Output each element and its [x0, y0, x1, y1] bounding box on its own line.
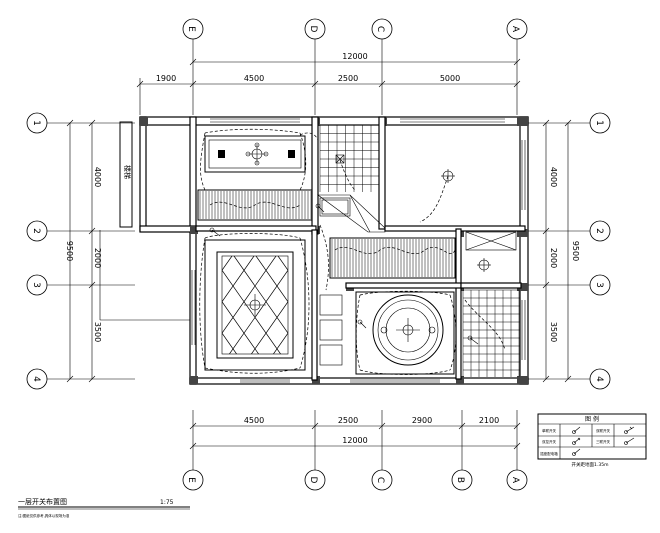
axis-label-top-e: E [186, 26, 196, 32]
drawing-title-block: 一层开关布置图 1:75 注:图纸仅供参考,具体以现场为准 [18, 497, 190, 518]
legend-item-4: 三联开关 [596, 439, 610, 444]
axis-bubble-left-4 [26, 368, 48, 390]
dim-right-total: 9500 [571, 241, 580, 261]
axis-bubble-bottom-b [451, 469, 473, 491]
dim-top-3: 2500 [338, 74, 358, 83]
axis-label-left-4: 4 [31, 376, 41, 382]
legend-item-5: 插座配电箱 [540, 451, 558, 456]
floor-plan: 楼梯 [99, 116, 529, 385]
axis-label-left-2: 2 [31, 228, 41, 234]
axis-bubble-bottom-e [182, 469, 204, 491]
dim-right-3: 3500 [549, 322, 558, 342]
axis-bubble-right-4 [589, 368, 611, 390]
bottom-dimensions: 4500 2500 2900 2100 12000 [189, 410, 521, 470]
axis-label-bottom-b: B [455, 477, 465, 483]
top-axis-markers: E D C A [182, 18, 528, 115]
dim-bottom-1: 4500 [244, 416, 264, 425]
axis-bubble-right-2 [589, 220, 611, 242]
dim-bottom-3: 2900 [412, 416, 432, 425]
dim-bottom-2: 2500 [338, 416, 358, 425]
axis-label-bottom-c: C [375, 477, 385, 483]
axis-label-right-1: 1 [594, 120, 604, 126]
axis-label-right-3: 3 [594, 282, 604, 288]
legend-table: 图 例 单联开关 双联开关 双控开关 三联开关 插座配电箱 开关距地面1.35m [537, 413, 647, 468]
ceiling-light-icon [477, 258, 491, 272]
legend-note: 开关距地面1.35m [572, 461, 609, 468]
axis-label-left-1: 1 [31, 120, 41, 126]
dim-left-1: 4000 [93, 167, 102, 187]
legend-header: 图 例 [585, 415, 599, 423]
drawing-scale: 1:75 [160, 499, 174, 506]
hatch-pattern [331, 239, 453, 277]
ceiling-light-icon [245, 142, 269, 166]
right-axis-markers: 1 2 3 4 4000 2000 3500 9500 [528, 112, 611, 390]
hatch-pattern [199, 191, 312, 219]
chandelier-icon [244, 294, 266, 316]
bathroom-tiles-top [319, 124, 379, 192]
axis-label-bottom-a: A [510, 477, 520, 484]
dim-top-2: 4500 [244, 74, 264, 83]
dim-right-1: 4000 [549, 167, 558, 187]
switch-symbol-icon [572, 426, 635, 456]
axis-label-top-a: A [510, 26, 520, 33]
room-label-stair: 楼梯 [123, 165, 132, 179]
dim-left-2: 2000 [93, 248, 102, 268]
dim-top-4: 5000 [440, 74, 460, 83]
legend-item-2: 双联开关 [596, 428, 610, 433]
axis-bubble-left-3 [26, 274, 48, 296]
legend-item-3: 双控开关 [542, 439, 556, 444]
dim-left-3: 3500 [93, 322, 102, 342]
dim-top-total: 12000 [342, 52, 367, 61]
drawing-subtitle: 注:图纸仅供参考,具体以现场为准 [18, 513, 70, 518]
dim-bottom-4: 2100 [479, 416, 499, 425]
axis-label-right-4: 4 [594, 376, 604, 382]
dim-bottom-total: 12000 [342, 436, 367, 445]
axis-bubble-top-a [506, 18, 528, 40]
axis-label-bottom-e: E [186, 477, 196, 483]
axis-bubble-bottom-d [304, 469, 326, 491]
dim-right-2: 2000 [549, 248, 558, 268]
left-axis-markers: 1 2 3 4 9500 4000 2000 3500 [26, 112, 135, 390]
drawing-title: 一层开关布置图 [18, 497, 67, 506]
bathroom-tiles-bottom [462, 289, 520, 377]
axis-label-top-d: D [308, 26, 318, 33]
hatched-corridor-top [197, 189, 313, 221]
top-dimensions: 12000 1900 4500 2500 5000 [136, 52, 521, 115]
axis-bubble-top-e [182, 18, 204, 40]
axis-label-bottom-d: D [308, 477, 318, 484]
axis-bubble-bottom-c [371, 469, 393, 491]
axis-label-right-2: 2 [594, 228, 604, 234]
axis-bubble-left-2 [26, 220, 48, 242]
dim-top-1: 1900 [156, 74, 176, 83]
axis-label-top-c: C [375, 26, 385, 32]
axis-bubble-bottom-a [506, 469, 528, 491]
axis-bubble-left-1 [26, 112, 48, 134]
axis-label-left-3: 3 [31, 282, 41, 288]
chandelier-icon [396, 318, 420, 342]
axis-bubble-top-d [304, 18, 326, 40]
axis-bubble-top-c [371, 18, 393, 40]
bottom-axis-markers: E D C B A [182, 469, 528, 491]
axis-bubble-right-1 [589, 112, 611, 134]
dim-left-total: 9500 [65, 241, 74, 261]
legend-item-1: 单联开关 [542, 428, 556, 433]
axis-bubble-right-3 [589, 274, 611, 296]
